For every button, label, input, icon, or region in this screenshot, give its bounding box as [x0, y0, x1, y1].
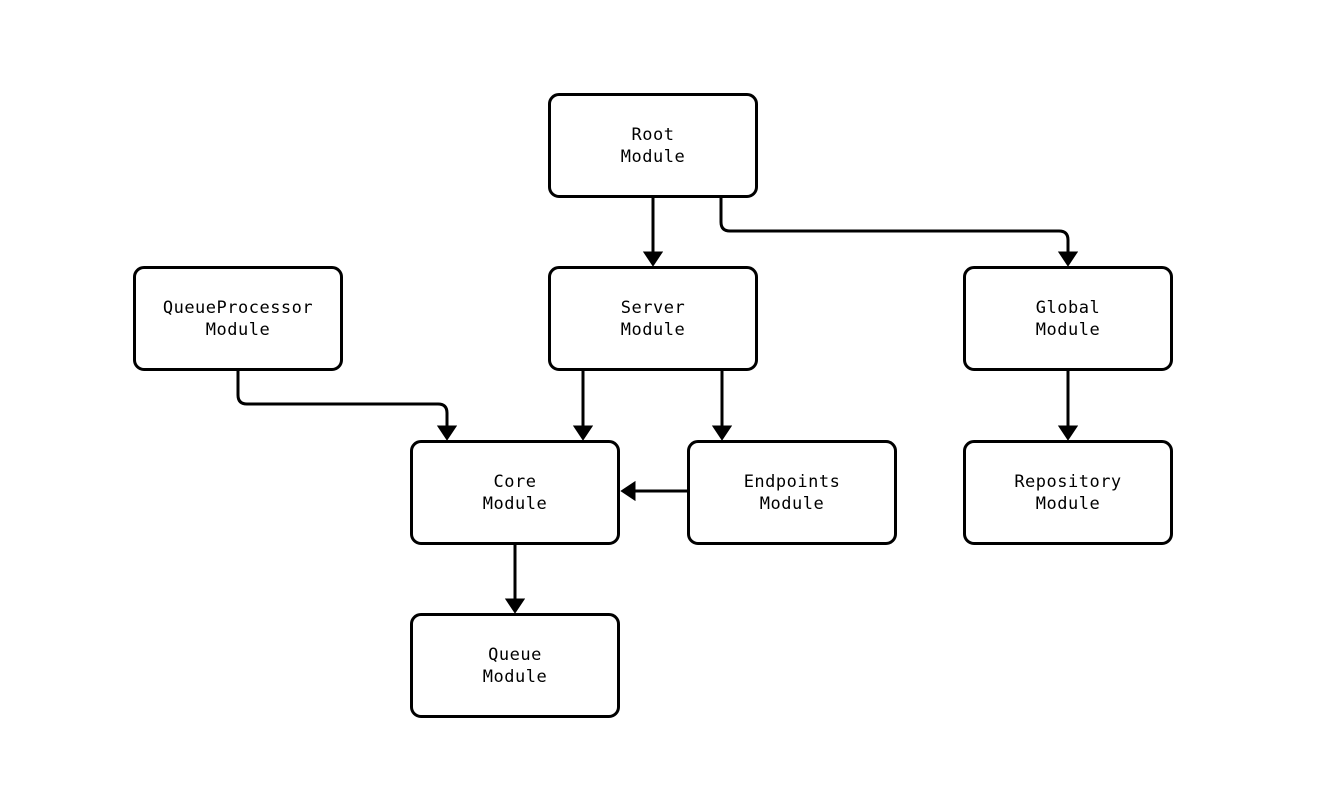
node-repository[interactable]: Repository Module	[963, 440, 1173, 545]
node-label-repository: Repository Module	[1014, 471, 1122, 514]
node-queue[interactable]: Queue Module	[410, 613, 620, 718]
node-core[interactable]: Core Module	[410, 440, 620, 545]
edge-root-global	[719, 198, 1079, 267]
node-label-endpoints: Endpoints Module	[743, 471, 841, 514]
node-server[interactable]: Server Module	[548, 266, 758, 371]
node-root[interactable]: Root Module	[548, 93, 758, 198]
edge-group	[236, 198, 1079, 614]
node-queueprocessor[interactable]: QueueProcessor Module	[133, 266, 343, 371]
node-label-root: Root Module	[620, 124, 686, 167]
node-label-queueprocessor: QueueProcessor Module	[162, 297, 314, 340]
node-label-queue: Queue Module	[482, 644, 548, 687]
node-global[interactable]: Global Module	[963, 266, 1173, 371]
node-label-core: Core Module	[482, 471, 548, 514]
edge-queueprocessor-core	[236, 371, 458, 441]
node-label-server: Server Module	[620, 297, 686, 340]
node-endpoints[interactable]: Endpoints Module	[687, 440, 897, 545]
node-label-global: Global Module	[1035, 297, 1101, 340]
